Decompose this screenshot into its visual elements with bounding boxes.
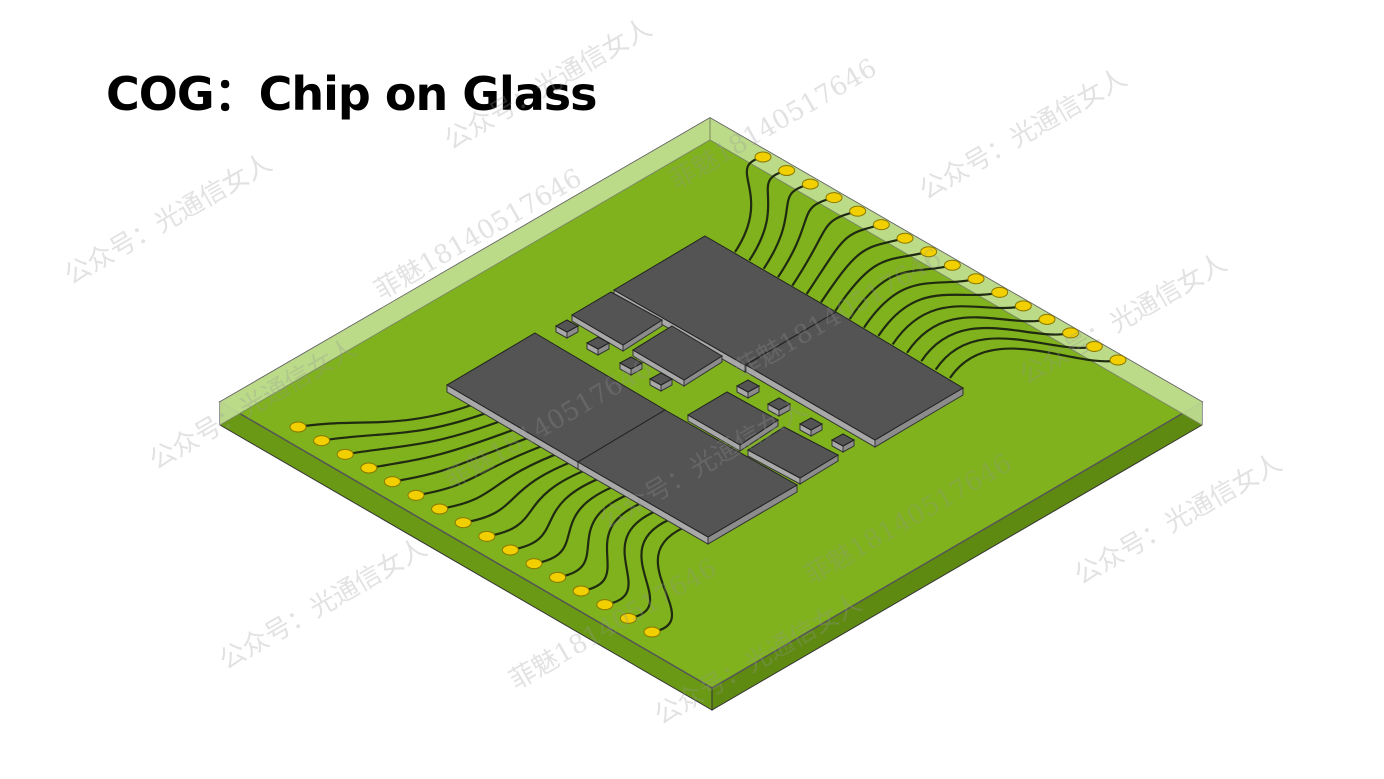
chips [446,235,964,545]
trace [415,441,551,497]
bond-pad [383,476,401,488]
bond-pad [1062,327,1080,339]
bond-pad [778,165,796,177]
bond-pad [478,530,496,542]
bond-pad [643,626,661,638]
pads [289,151,1127,638]
trace [791,210,858,287]
trace [891,304,1024,346]
trace [368,425,523,470]
small-ic [687,391,779,446]
trace [651,523,691,634]
bond-pad [407,489,425,501]
bond-pad [1038,313,1056,325]
trace [920,326,1071,362]
passive-component [798,417,824,431]
passive-component [618,356,644,370]
bond-pad [336,448,354,460]
trace [805,223,882,295]
trace [345,417,509,456]
trace [777,196,835,278]
page-title: COG：Chip on Glass [106,67,598,121]
bond-pad [896,232,914,244]
passive-component [766,397,792,411]
passive-component [648,372,674,386]
bond-pad [619,612,637,624]
small-ic [571,291,663,346]
trace [581,499,649,593]
bond-pad [313,435,331,447]
trace [949,347,1119,379]
bond-pad [431,503,449,515]
trace [604,507,663,606]
bond-pad [289,421,307,433]
bond-pad [549,571,567,583]
driver-ic [745,311,964,441]
bond-pad [501,544,519,556]
bond-pad [360,462,378,474]
traces [297,155,1119,634]
bond-pad [596,599,614,611]
trace [557,491,635,579]
driver-ic [613,235,837,366]
bond-pad [525,558,543,570]
bond-pad [754,151,772,163]
trace [297,400,481,429]
trace [628,515,677,620]
trace [463,458,579,524]
bond-pad [454,517,472,529]
trace [820,237,906,304]
trace [834,250,929,312]
glass-edge-back-left [220,118,710,425]
bond-pad [825,192,843,204]
small-ic [747,426,840,479]
bond-pad [991,286,1009,298]
trace [848,264,953,320]
trace [863,277,977,329]
trace [533,482,621,565]
bond-pad [1085,340,1103,352]
trace [748,169,787,262]
trace [734,155,764,253]
bond-pad [920,246,938,258]
bond-pad [801,178,819,190]
bond-pad [572,585,590,597]
trace [934,337,1095,371]
trace [510,474,607,552]
trace [906,316,1048,354]
trace [877,291,1000,337]
trace [321,409,495,442]
bond-pad [943,259,961,271]
passive-component [585,336,611,350]
trace [392,433,537,483]
passive-component [735,379,761,393]
small-ic [632,325,723,381]
trace [762,182,811,270]
passive-component [830,433,856,447]
trace [439,450,565,511]
bond-pad [849,205,867,217]
bond-pad [1014,300,1032,312]
bond-pad [872,219,890,231]
trace [486,466,593,538]
driver-ic [577,409,799,538]
bond-pad [1109,354,1127,366]
passive-component [554,319,580,333]
bond-pad [967,273,985,285]
